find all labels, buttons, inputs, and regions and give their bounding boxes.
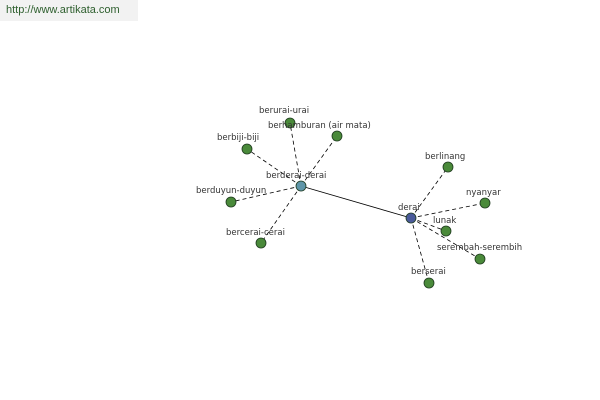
node-label-serembah[interactable]: serembah-serembih — [437, 243, 522, 253]
node-label-berderai[interactable]: berderai-derai — [266, 171, 326, 181]
hub-node-derai[interactable] — [405, 212, 417, 224]
node-label-berserai[interactable]: berserai — [411, 267, 446, 277]
leaf-node-nyanyar[interactable] — [479, 197, 491, 209]
edge-derai-nyanyar — [410, 202, 486, 219]
node-label-berurai[interactable]: berurai-urai — [259, 106, 309, 116]
graph-edges — [230, 122, 486, 284]
edge-derai-berserai — [410, 217, 430, 284]
link-berderai-derai — [300, 185, 412, 219]
leaf-node-berbiji[interactable] — [241, 143, 253, 155]
edge-berderai-berurai — [289, 122, 302, 187]
node-label-berhamburan[interactable]: berhamburan (air mata) — [268, 121, 371, 131]
edge-berderai-berduyun — [230, 185, 302, 203]
leaf-node-lunak[interactable] — [440, 225, 452, 237]
leaf-node-berserai[interactable] — [423, 277, 435, 289]
node-label-lunak[interactable]: lunak — [433, 216, 456, 226]
node-label-nyanyar[interactable]: nyanyar — [466, 188, 501, 198]
graph-labels: berurai-urai berhamburan (air mata) berbij… — [196, 106, 522, 277]
node-label-derai[interactable]: derai — [398, 203, 420, 213]
leaf-node-berhamburan[interactable] — [331, 130, 343, 142]
edge-berderai-bercerai — [260, 185, 302, 244]
edge-derai-serembah — [410, 217, 481, 260]
leaf-node-berduyun[interactable] — [225, 196, 237, 208]
leaf-node-berurai[interactable] — [284, 117, 296, 129]
node-label-berbiji[interactable]: berbiji-biji — [217, 133, 259, 143]
node-label-berlinang[interactable]: berlinang — [425, 152, 465, 162]
edge-derai-lunak — [410, 217, 447, 232]
hub-node-berderai[interactable] — [295, 180, 307, 192]
edge-derai-berlinang — [410, 166, 449, 219]
graph-nodes — [225, 117, 491, 289]
site-url-banner[interactable]: http://www.artikata.com — [0, 0, 138, 21]
node-label-berduyun[interactable]: berduyun-duyun — [196, 186, 266, 196]
edge-berderai-berbiji — [246, 148, 302, 187]
node-label-bercerai[interactable]: bercerai-cerai — [226, 228, 285, 238]
leaf-node-bercerai[interactable] — [255, 237, 267, 249]
leaf-node-berlinang[interactable] — [442, 161, 454, 173]
leaf-node-serembah[interactable] — [474, 253, 486, 265]
edge-berderai-berhamburan — [300, 135, 338, 187]
